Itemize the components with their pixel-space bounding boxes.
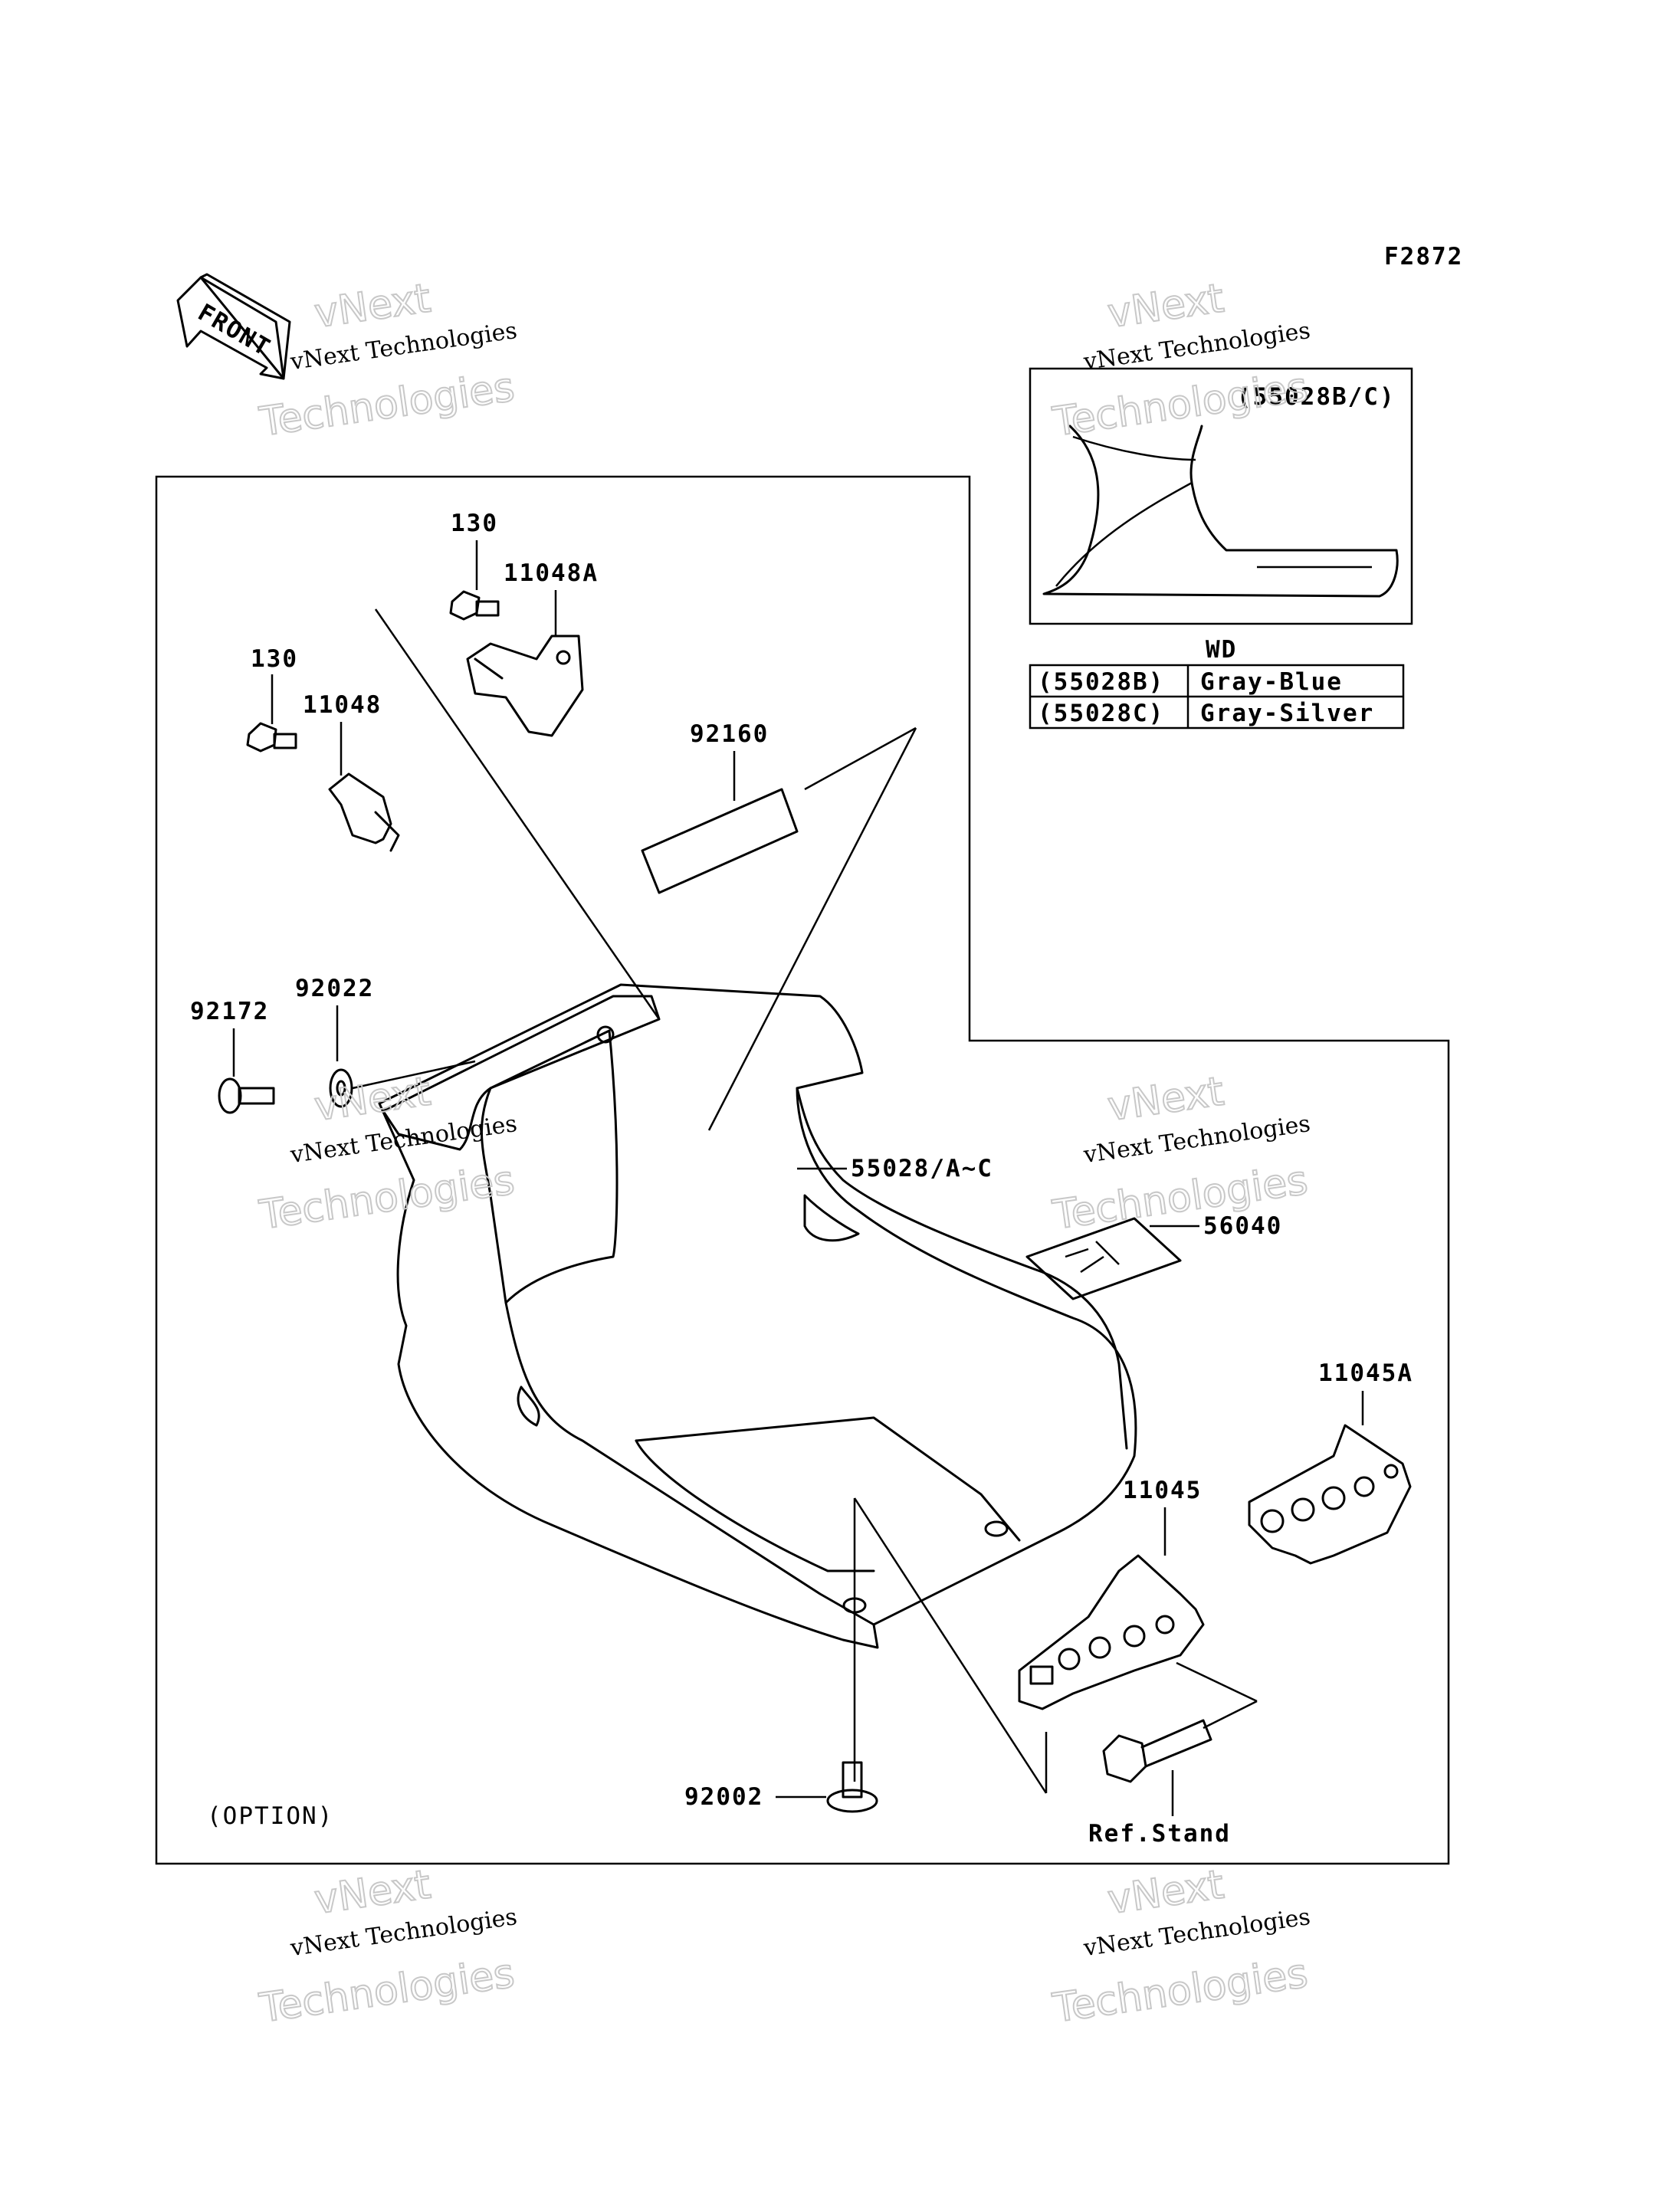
bracket-11045a-drawing xyxy=(1248,1424,1412,1565)
inset-frame xyxy=(1029,367,1413,625)
watermark-line3: Technologies xyxy=(257,1157,517,1238)
watermark-line1: vNext xyxy=(312,1068,434,1130)
lower-cowl-drawing xyxy=(378,983,1137,1649)
callout-11045: 11045 xyxy=(1123,1477,1202,1504)
label-56040-drawing xyxy=(1025,1217,1182,1300)
color-table-header: WD xyxy=(1206,636,1237,664)
callout-55028: 55028/A~C xyxy=(851,1155,993,1182)
main-frame xyxy=(155,475,1450,1865)
color-table: WD (55028B) Gray-Blue (55028C) Gray-Silv… xyxy=(1029,636,1405,730)
washer-92022-icon xyxy=(329,1068,353,1108)
bolt-icon xyxy=(246,722,297,753)
callout-11048: 11048 xyxy=(303,691,382,719)
color-row-code: (55028B) xyxy=(1038,668,1164,696)
figure-code: F2872 xyxy=(1384,243,1463,271)
inset-label: (55028B/C) xyxy=(1237,383,1396,411)
callout-56040: 56040 xyxy=(1203,1212,1282,1240)
sticker-92160-drawing xyxy=(641,788,799,894)
watermark-line3: Technologies xyxy=(257,364,517,445)
callout-92002: 92002 xyxy=(684,1783,763,1811)
callout-130-top: 130 xyxy=(451,510,498,537)
screw-92002-icon xyxy=(826,1761,878,1813)
callout-11045a: 11045A xyxy=(1318,1359,1413,1387)
bracket-11045-drawing xyxy=(1018,1554,1205,1710)
bolt-icon xyxy=(449,590,500,621)
inset-cowl-drawing xyxy=(1042,425,1399,598)
watermark-line1: vNext xyxy=(312,1861,434,1923)
ref-stand-label: Ref.Stand xyxy=(1088,1820,1231,1848)
color-row-name: Gray-Blue xyxy=(1200,668,1343,696)
watermark-line3: Technologies xyxy=(1050,1950,1311,2031)
front-arrow-icon: FRONT xyxy=(176,273,291,380)
watermark: vNext vNext Technologies Technologies xyxy=(1049,1861,1312,2032)
watermark-line1: vNext xyxy=(1105,275,1227,337)
watermark-line1: vNext xyxy=(1105,1861,1227,1923)
option-label: (OPTION) xyxy=(207,1802,333,1830)
stand-bolt-icon xyxy=(1102,1719,1212,1783)
watermark-line3: Technologies xyxy=(257,1950,517,2031)
callout-11048a: 11048A xyxy=(504,559,599,587)
bracket-11048a-drawing xyxy=(466,635,584,737)
callout-130-left: 130 xyxy=(251,645,298,673)
watermark: vNext vNext Technologies Technologies xyxy=(256,1067,519,1239)
watermark-line1: vNext xyxy=(312,275,434,337)
callout-92022: 92022 xyxy=(295,975,374,1002)
callout-92172: 92172 xyxy=(190,998,269,1025)
watermark: vNext vNext Technologies Technologies xyxy=(1049,1067,1312,1239)
watermark: vNext vNext Technologies Technologies xyxy=(1049,274,1312,446)
bolt-92172-icon xyxy=(218,1077,275,1114)
watermark-line1: vNext xyxy=(1105,1068,1227,1130)
color-row-code: (55028C) xyxy=(1038,700,1164,727)
watermark: vNext vNext Technologies Technologies xyxy=(256,1861,519,2032)
callout-92160: 92160 xyxy=(690,720,769,748)
color-row-name: Gray-Silver xyxy=(1200,700,1374,727)
front-arrow-label: FRONT xyxy=(193,299,275,362)
watermark-line3: Technologies xyxy=(1050,364,1311,445)
bracket-11048-drawing xyxy=(328,772,400,852)
